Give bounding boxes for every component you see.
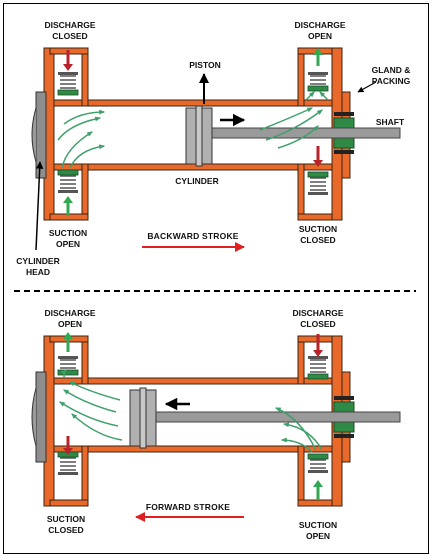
cylinder-head-plate [35, 371, 47, 463]
label-discharge-closed-top: DISCHARGE [44, 20, 95, 30]
left-discharge-valve [57, 356, 79, 376]
piston [129, 387, 157, 449]
label-suction-open-bottom: OPEN [306, 531, 330, 541]
backward-labels: DISCHARGE CLOSED DISCHARGE OPEN PISTON G… [16, 20, 410, 277]
right-suction-valve [307, 171, 329, 195]
label-discharge-closed-top: DISCHARGE [292, 308, 343, 318]
label-discharge-closed-bottom: CLOSED [300, 319, 335, 329]
label-discharge-open-bottom: OPEN [308, 31, 332, 41]
forward-labels: DISCHARGE OPEN DISCHARGE CLOSED SUCTION … [44, 308, 343, 541]
label-discharge-open-top: DISCHARGE [294, 20, 345, 30]
left-discharge-valve [57, 72, 79, 96]
cylinder-head-plate [35, 91, 47, 179]
label-suction-open-top: SUCTION [49, 228, 87, 238]
gland-bolts [334, 396, 354, 438]
cylinder-wall-bottom [81, 163, 305, 171]
left-valve-chest [43, 47, 89, 221]
left-suction-valve [57, 451, 79, 475]
label-shaft: SHAFT [376, 117, 405, 127]
label-forward-stroke: FORWARD STROKE [146, 502, 230, 512]
label-suction-open-top: SUCTION [299, 520, 337, 530]
forward-flow-arrows [58, 369, 323, 453]
forward-stroke-pump [31, 332, 401, 522]
label-suction-closed-bottom: CLOSED [48, 525, 83, 535]
label-gland-1: GLAND & [372, 65, 411, 75]
cylinder-head-pointer [35, 161, 44, 251]
label-cylinder-head-1: CYLINDER [16, 256, 59, 266]
cylinder-wall-top [81, 377, 305, 385]
label-backward-stroke: BACKWARD STROKE [147, 231, 238, 241]
label-cylinder-head-2: HEAD [26, 267, 50, 277]
piston-rod [151, 411, 401, 423]
backward-stroke-pump [31, 47, 401, 252]
label-discharge-open-bottom: OPEN [58, 319, 82, 329]
label-suction-closed-top: SUCTION [47, 514, 85, 524]
cylinder-head-cap [31, 107, 37, 163]
label-suction-closed-bottom: CLOSED [300, 235, 335, 245]
backward-flow-arrows [57, 91, 329, 169]
gland-bolts [334, 112, 354, 154]
label-piston: PISTON [189, 60, 221, 70]
label-suction-closed-top: SUCTION [299, 224, 337, 234]
label-discharge-closed-bottom: CLOSED [52, 31, 87, 41]
right-discharge-valve [307, 72, 329, 92]
piston [185, 105, 213, 167]
cylinder-wall-top [81, 99, 305, 107]
cylinder-head-cap [31, 387, 37, 447]
cylinder-wall-bottom [81, 445, 305, 453]
right-suction-valve [307, 453, 329, 473]
label-cylinder: CYLINDER [175, 176, 218, 186]
label-gland-2: PACKING [372, 76, 411, 86]
right-discharge-valve [307, 356, 329, 380]
label-discharge-open-top: DISCHARGE [44, 308, 95, 318]
label-suction-open-bottom: OPEN [56, 239, 80, 249]
gland-pointer [357, 81, 377, 93]
left-suction-valve [57, 169, 79, 193]
